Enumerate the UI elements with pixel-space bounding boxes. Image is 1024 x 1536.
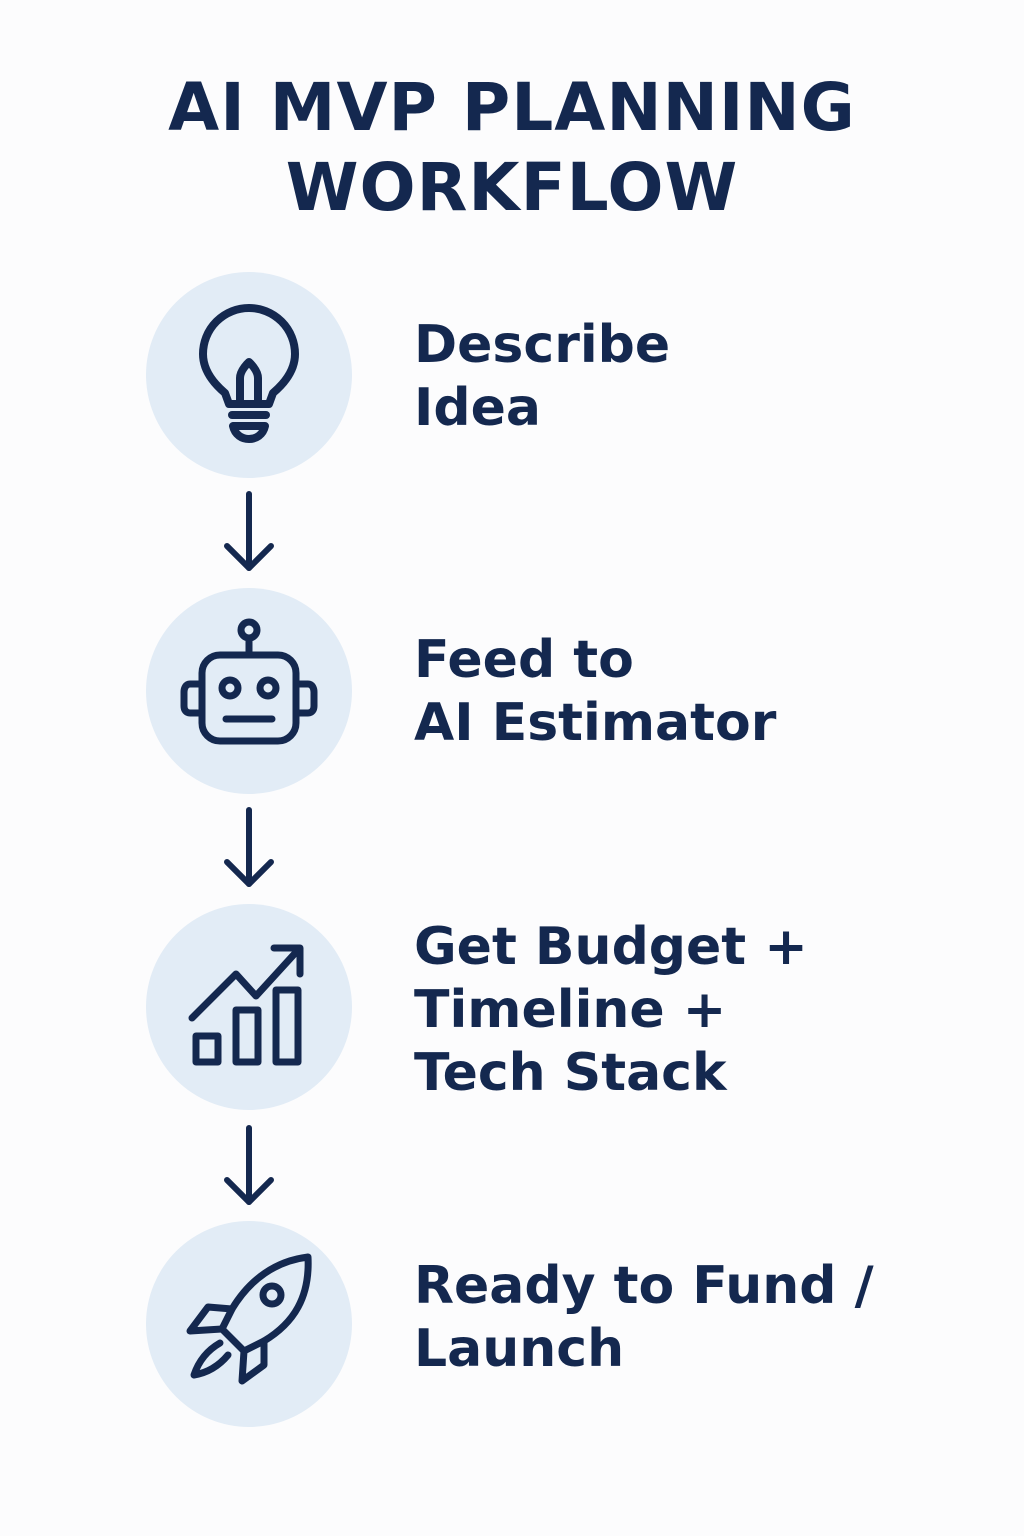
step-1-label-line-1: Describe (414, 315, 671, 375)
growth-chart-icon (188, 944, 304, 1066)
down-arrow-icon (224, 491, 274, 571)
step-4-label-line-2: Launch (414, 1319, 625, 1379)
step-1-circle (146, 272, 352, 478)
down-arrow-icon (224, 807, 274, 887)
step-2-circle (146, 588, 352, 794)
title-line-2: WORKFLOW (285, 149, 739, 226)
page-title: AI MVP PLANNING WORKFLOW (0, 68, 1024, 228)
down-arrow-icon (224, 1125, 274, 1205)
step-2-label-line-1: Feed to (414, 630, 634, 690)
step-3-label-line-2: Timeline + (414, 980, 727, 1040)
step-2-label-line-2: AI Estimator (414, 693, 777, 753)
step-1-label-line-2: Idea (414, 378, 541, 438)
title-line-1: AI MVP PLANNING (168, 69, 856, 146)
robot-icon (180, 618, 318, 745)
step-3-label-line-1: Get Budget + (414, 917, 808, 977)
step-4-label: Ready to Fund / Launch (414, 1255, 874, 1381)
step-3-label: Get Budget + Timeline + Tech Stack (414, 916, 808, 1105)
step-4-label-line-1: Ready to Fund / (414, 1256, 874, 1316)
lightbulb-icon (199, 304, 299, 443)
step-4-circle (146, 1221, 352, 1427)
rocket-icon (186, 1253, 312, 1385)
step-2-label: Feed to AI Estimator (414, 629, 776, 755)
step-3-label-line-3: Tech Stack (414, 1043, 727, 1103)
step-1-label: Describe Idea (414, 314, 670, 440)
step-3-circle (146, 904, 352, 1110)
